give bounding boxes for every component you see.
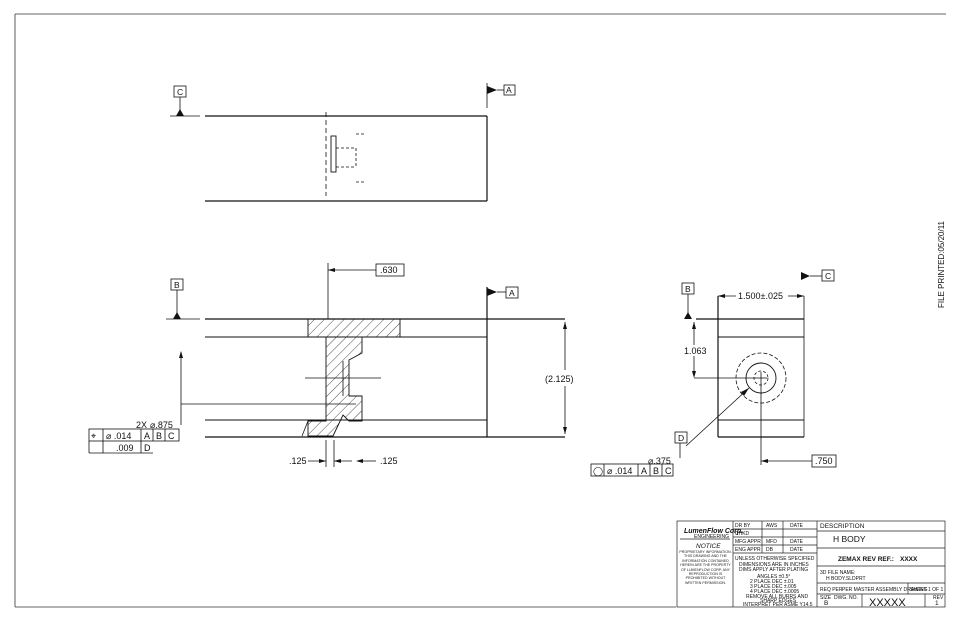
position-icon: ⌖ xyxy=(91,431,96,441)
date-label-2: DATE xyxy=(790,539,804,545)
section-a-middle-label: A xyxy=(509,288,515,298)
unless-line-1: DIMENSIONS ARE IN INCHES xyxy=(739,562,809,568)
company-logo: LumenFlow Corp. xyxy=(684,528,743,535)
req-per-label: REQ PER xyxy=(820,587,843,593)
notice-text-box: PROPRIETARY INFORMATION. THIS DRAWING AN… xyxy=(679,550,732,585)
dim-125-right-text: .125 xyxy=(380,456,398,466)
date-label-1: DATE xyxy=(790,523,804,529)
file-name-value: H BODY.SLDPRT xyxy=(826,576,866,582)
datum-b-label: B xyxy=(174,280,180,290)
tol-angles: ANGLES ±0.5° xyxy=(757,574,790,580)
dim-125-left-text: .125 xyxy=(289,456,307,466)
fcf-left-datum-b: B xyxy=(156,431,162,441)
file-printed-stamp: FILE PRINTED:05/20/11 xyxy=(937,220,946,308)
datum-b-right: B xyxy=(681,282,695,319)
title-block xyxy=(676,520,946,608)
hole-diameter-text: ⌀.875 xyxy=(150,420,173,430)
section-hatch xyxy=(301,318,401,437)
interpret-note: INTERPRET PER ASME Y14.5 xyxy=(743,602,813,608)
fcf-left xyxy=(88,428,180,454)
hole-count-text: 2X xyxy=(136,420,147,430)
section-a-label: A xyxy=(506,85,512,95)
circularity-icon: ◯ xyxy=(593,466,603,477)
datum-b-left: B xyxy=(166,278,200,320)
notice-heading: NOTICE xyxy=(696,543,721,550)
fcf-right-datum-c: C xyxy=(665,466,672,476)
unless-line-2: DIMS APPLY AFTER PLATING xyxy=(739,567,808,573)
section-a-top: A xyxy=(486,83,516,108)
dwg-no-label: DWG. NO. xyxy=(834,595,858,601)
file-name-label: 3D FILE NAME: xyxy=(820,570,856,576)
top-view xyxy=(205,112,488,202)
break-edges-2: SHARP EDGES xyxy=(760,598,797,604)
eng-appr-label: ENG APPR xyxy=(735,547,761,553)
datum-c-right: C xyxy=(801,269,835,282)
fcf-left-datum-a: A xyxy=(144,431,150,441)
drawn-by-label: DR BY xyxy=(735,523,751,529)
end-view xyxy=(694,296,805,465)
small-hole-dia-text: ⌀.375 xyxy=(648,456,671,466)
dim-1063-text: 1.063 xyxy=(684,346,707,356)
sheet-label: SHEET 1 OF 1 xyxy=(910,587,943,593)
unless-heading: UNLESS OTHERWISE SPECIFIED xyxy=(735,556,815,562)
fcf-left-tolerance-2: .009 xyxy=(116,443,134,453)
dim-width-text: 1.500±.025 xyxy=(738,291,783,301)
datum-c-label: C xyxy=(177,87,183,97)
rev-value: 1 xyxy=(935,600,939,607)
datum-c-top: C xyxy=(170,85,200,117)
company-sub: ENGINEERING xyxy=(694,534,729,540)
size-label: SIZE xyxy=(820,595,832,601)
tol-3-place: 3 PLACE DEC ±.005 xyxy=(750,584,797,590)
section-a-middle: A xyxy=(487,286,519,299)
notice-text: PROPRIETARY INFORMATION. THIS DRAWING AN… xyxy=(679,550,732,585)
date-label-3: DATE xyxy=(790,547,804,553)
tol-2-place: 2 PLACE DEC ±.01 xyxy=(750,579,794,585)
fcf-left-datum-d: D xyxy=(144,443,151,453)
drawn-by-value: AWS xyxy=(766,523,778,529)
mfg-appr-label: MFG APPR xyxy=(735,539,761,545)
break-edges: REMOVE ALL BURRS AND xyxy=(746,594,808,600)
description-value: H BODY xyxy=(833,534,866,544)
fcf-left-datum-c: C xyxy=(168,431,175,441)
checked-label: CHKD xyxy=(735,531,750,537)
datum-c-right-label: C xyxy=(825,271,831,281)
description-label: DESCRIPTION xyxy=(820,523,865,530)
fcf-right xyxy=(590,463,674,477)
dim-overall-height xyxy=(563,322,567,434)
fcf-right-tolerance: ⌀ .014 xyxy=(607,466,632,476)
dim-750-text: .750 xyxy=(815,456,833,466)
datum-b-right-label: B xyxy=(685,284,691,294)
zemax-label: ZEMAX REV REF.: xyxy=(838,556,894,563)
size-value: B xyxy=(824,600,828,607)
dim-630: .630 xyxy=(327,263,405,319)
fcf-right-datum-a: A xyxy=(641,466,647,476)
req-per-note: PER MASTER ASSEMBLY DRAWING xyxy=(842,587,928,593)
dwg-no-value: XXXXX xyxy=(869,597,906,609)
mfg-appr-value: MFD xyxy=(766,539,777,545)
sheet-border xyxy=(14,13,946,608)
zemax-value: XXXX xyxy=(900,556,918,563)
dim-630-text: .630 xyxy=(380,265,398,275)
datum-d: D xyxy=(674,387,750,458)
tol-4-place: 4 PLACE DEC ±.0005 xyxy=(750,589,799,595)
section-view xyxy=(181,287,565,438)
dim-overall-height-text: (2.125) xyxy=(545,374,574,384)
dim-125-pair xyxy=(308,440,376,467)
datum-d-label: D xyxy=(678,433,684,443)
fcf-right-datum-b: B xyxy=(653,466,659,476)
rev-label: REV xyxy=(933,595,944,601)
hole-leader xyxy=(179,351,183,425)
eng-appr-value: DB xyxy=(766,547,774,553)
dim-750 xyxy=(761,454,837,468)
fcf-left-tolerance: ⌀ .014 xyxy=(106,431,131,441)
